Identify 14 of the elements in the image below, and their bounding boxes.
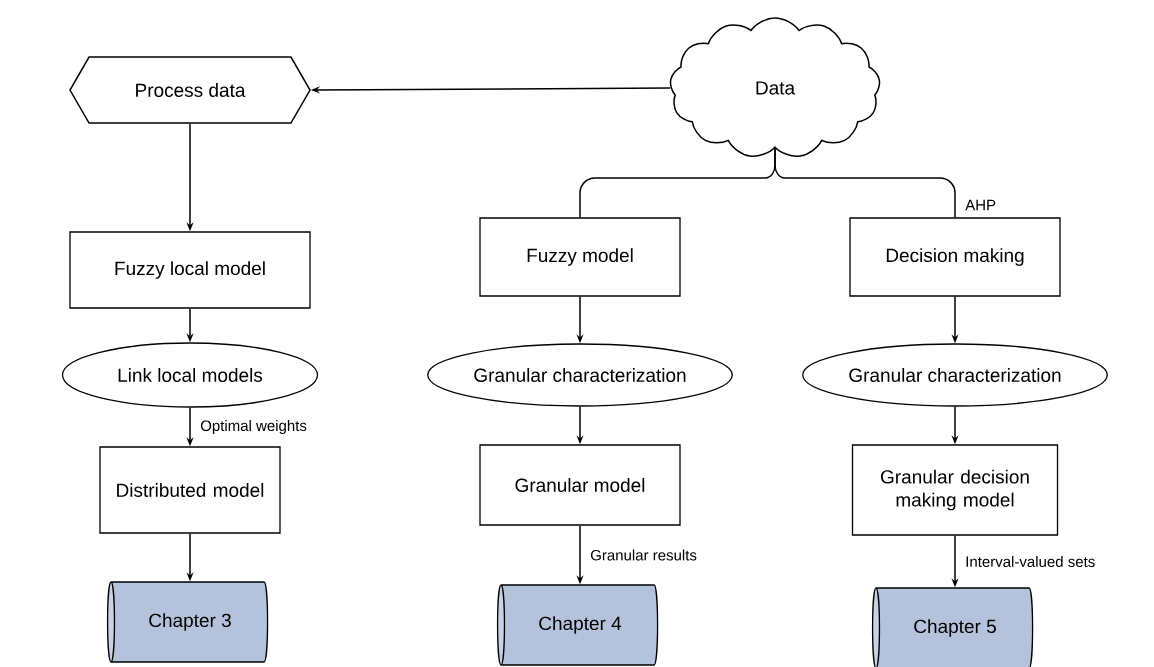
chapter-cylinder: Chapter 5 [871,587,1034,667]
chapter-cylinder: Chapter 4 [496,584,659,666]
process-box: Decision making [849,217,1061,297]
process-box: Granular model [479,444,681,526]
edge-label: Interval-valued sets [963,554,1098,569]
edge-label: Granular results [588,547,699,563]
process-box: Fuzzy local model [69,231,311,309]
chapter-cylinder: Chapter 3 [106,581,269,663]
edge-label: Optimal weights [198,418,309,436]
process-box: Distributed model [99,446,281,534]
process-box: Granular decision making model [851,444,1059,536]
process-box: Fuzzy model [479,217,681,297]
process-hexagon: Process data [69,56,311,124]
edge-label: AHP [963,197,999,213]
